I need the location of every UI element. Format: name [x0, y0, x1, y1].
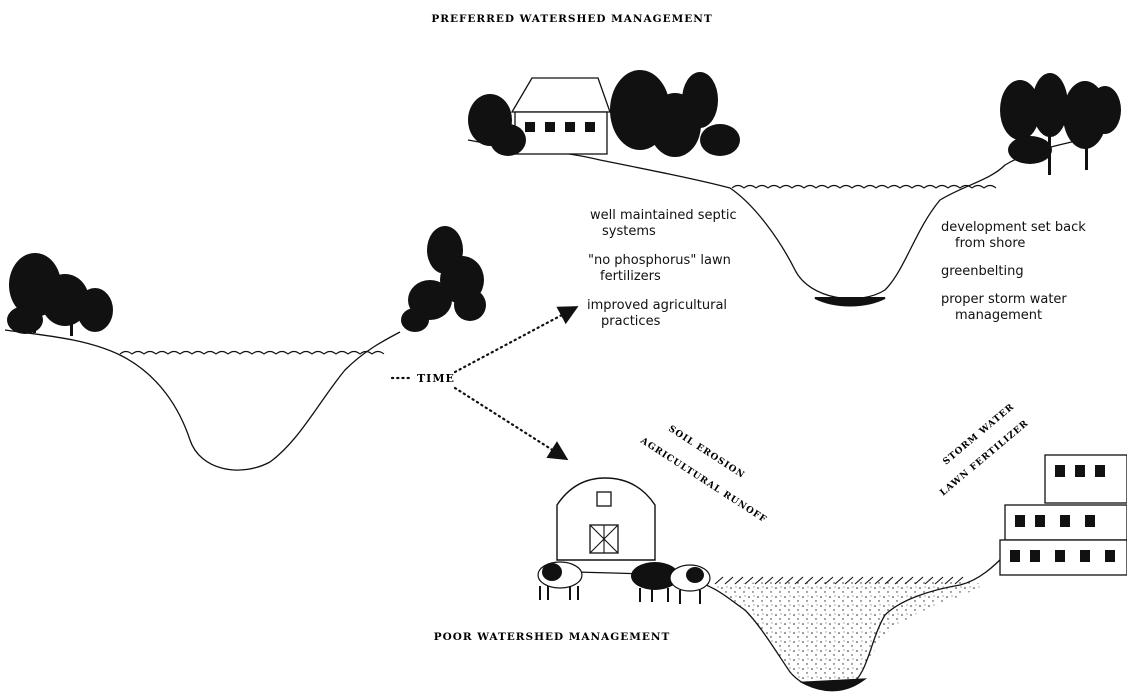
buildings-icon: [999, 454, 1127, 576]
preferred-notes-right: development set back from shore greenbel…: [941, 220, 1086, 323]
note-setback-line2: from shore: [955, 236, 1025, 251]
arrow-to-poor: [453, 386, 569, 461]
preferred-lake: [467, 70, 1121, 307]
tree-cluster-left: [7, 253, 113, 336]
note-phosphorus-line1: "no phosphorus" lawn: [588, 253, 731, 268]
poor-lake: [537, 454, 1127, 692]
note-greenbelting: greenbelting: [941, 264, 1024, 279]
note-stormwater-line1: proper storm water: [941, 292, 1067, 307]
tree-cluster-right: [401, 226, 486, 332]
note-phosphorus-line2: fertilizers: [600, 269, 661, 284]
poor-title: POOR WATERSHED MANAGEMENT: [434, 631, 671, 643]
note-septic-line1: well maintained septic: [590, 208, 737, 223]
barn-icon: [556, 477, 656, 561]
note-septic-line2: systems: [602, 224, 656, 239]
arrow-to-preferred: [453, 306, 579, 374]
note-agriculture-line2: practices: [601, 314, 661, 329]
house-icon: [510, 77, 611, 155]
preferred-trees-left: [468, 70, 740, 157]
label-soil-erosion: SOIL EROSION: [666, 424, 746, 481]
note-setback-line1: development set back: [941, 220, 1086, 235]
cow-pair-icon: [631, 562, 711, 604]
cow-icon: [537, 561, 583, 600]
preferred-title: PREFERRED WATERSHED MANAGEMENT: [431, 13, 712, 25]
original-lake: [4, 226, 486, 471]
note-stormwater-line2: management: [955, 308, 1042, 323]
preferred-trees-right: [1000, 73, 1121, 175]
note-agriculture-line1: improved agricultural: [587, 298, 727, 313]
time-label: TIME: [417, 372, 455, 385]
preferred-notes-left: well maintained septic systems "no phosp…: [587, 208, 737, 329]
